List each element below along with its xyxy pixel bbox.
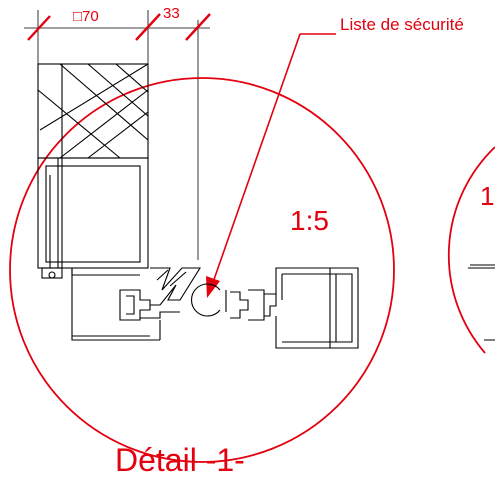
right-frame-profile [275,267,359,349]
detail-title: Détail -1- [115,442,245,478]
dimension-ticks [27,13,211,41]
safety-seal-profile [119,267,277,340]
right-detail-scale-partial: 1 [480,181,494,211]
scale-label: 1:5 [290,205,329,236]
detail-circle [9,77,395,463]
callout-leader [210,33,336,289]
frame-linework [37,63,160,341]
detail-circle-right [447,146,495,354]
dimension-label-70: □70 [73,8,99,25]
dimension-label-33: 33 [163,5,180,22]
dimension-lines [24,10,210,260]
callout-label: Liste de sécurité [340,15,464,34]
callout-arrowhead [206,276,220,298]
right-detail-linework [468,264,495,341]
